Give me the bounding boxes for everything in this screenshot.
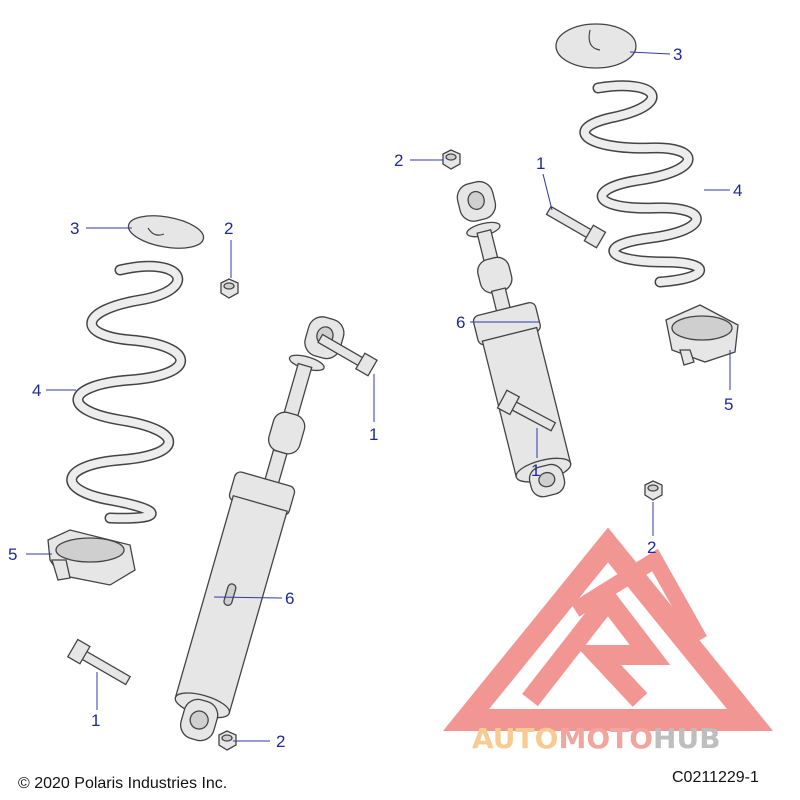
callout-right-5: 5 xyxy=(724,395,733,414)
callout-left-6: 6 xyxy=(285,589,294,608)
left-spring-seat xyxy=(127,215,205,249)
watermark-word-moto: MOTO xyxy=(558,722,653,755)
callout-numbers: 3 2 4 5 6 1 2 1 2 1 3 4 6 5 1 2 xyxy=(8,45,742,751)
watermark-word-auto: AUTO xyxy=(472,722,558,755)
left-shock-absorber xyxy=(174,316,345,742)
watermark-logo-icon xyxy=(442,527,774,731)
callout-right-2-top: 2 xyxy=(394,151,403,170)
callout-left-5: 5 xyxy=(8,545,17,564)
copyright-text: © 2020 Polaris Industries Inc. xyxy=(18,775,227,792)
automotohub-watermark: AUTOMOTOHUB xyxy=(442,527,774,755)
callout-right-2-bottom: 2 xyxy=(647,538,656,557)
left-bolt-bottom xyxy=(66,638,132,686)
left-nut-bottom xyxy=(218,730,237,751)
right-shock-absorber xyxy=(456,180,572,498)
callout-right-4: 4 xyxy=(733,181,742,200)
callout-left-4: 4 xyxy=(32,381,41,400)
svg-text:AUTOMOTOHUB: AUTOMOTOHUB xyxy=(472,722,721,755)
left-bolt-right xyxy=(317,333,378,377)
right-spring-seat xyxy=(555,23,637,69)
diagram-code: C0211229-1 xyxy=(672,769,759,786)
callout-left-2-top: 2 xyxy=(224,219,233,238)
callout-right-6: 6 xyxy=(456,313,465,332)
right-bolt-bottom xyxy=(496,389,557,432)
callout-right-1-bottom: 1 xyxy=(531,461,540,480)
left-coil-spring xyxy=(66,260,186,524)
callout-left-1-right: 1 xyxy=(369,425,378,444)
right-bolt-top xyxy=(545,205,607,249)
left-nut-top xyxy=(220,278,239,299)
callout-left-3: 3 xyxy=(70,219,79,238)
right-nut-top xyxy=(442,149,461,170)
watermark-word-hub: HUB xyxy=(653,722,721,755)
callout-left-2-bottom: 2 xyxy=(276,732,285,751)
right-spring-retainer xyxy=(665,304,739,366)
callout-right-3: 3 xyxy=(673,45,682,64)
right-coil-spring xyxy=(579,80,705,288)
left-spring-retainer xyxy=(47,529,136,586)
right-nut-bottom xyxy=(644,480,663,501)
callout-left-1-bottom: 1 xyxy=(91,711,100,730)
callout-right-1-top: 1 xyxy=(536,154,545,173)
leader-lines xyxy=(26,51,731,742)
